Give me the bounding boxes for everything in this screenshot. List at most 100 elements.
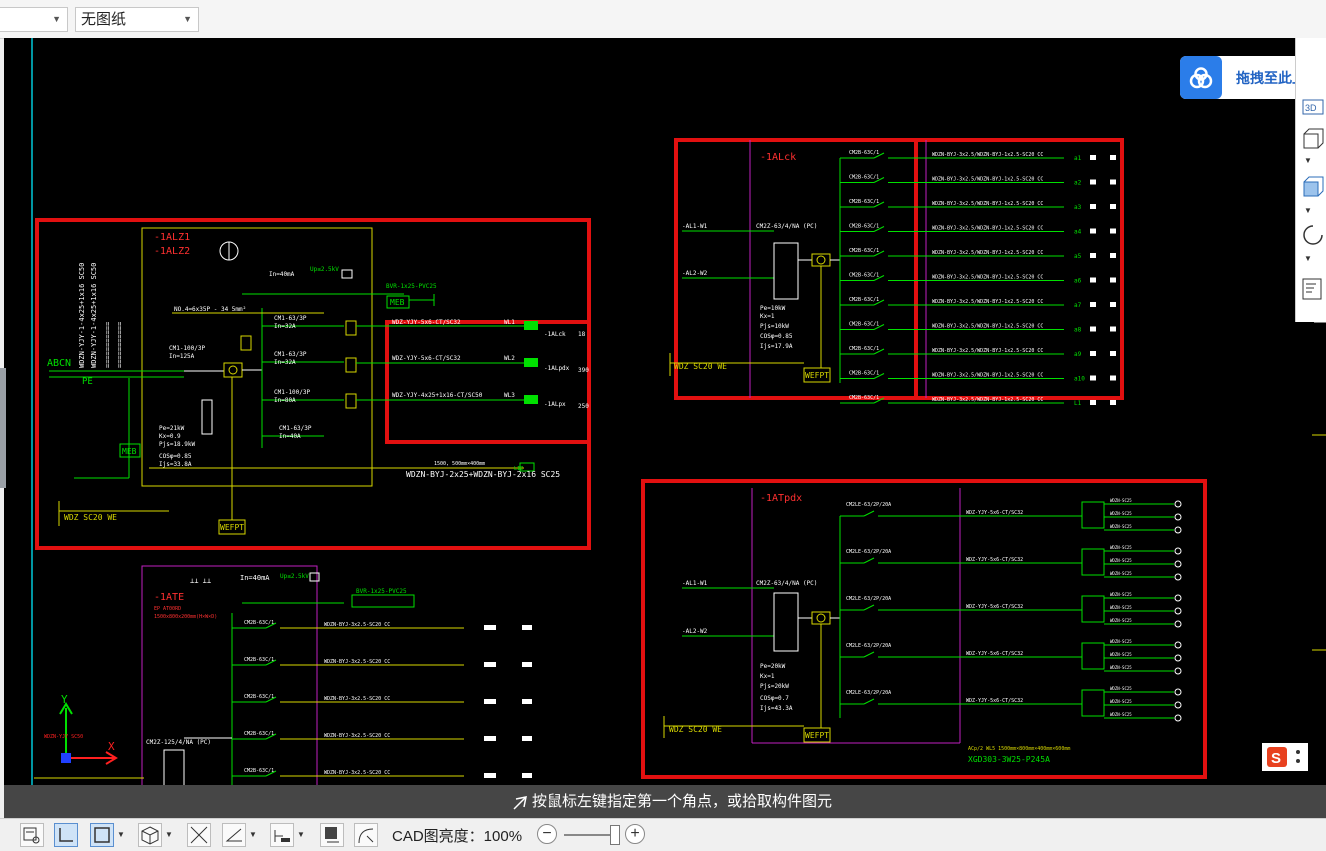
svg-text:WL2: WL2 bbox=[504, 355, 515, 362]
cad-canvas[interactable]: -1ALZ1 -1ALZ2 WDZN-YJY-1-4x25+1x16 SC50 … bbox=[4, 38, 1326, 818]
svg-text:COSφ=0.85: COSφ=0.85 bbox=[760, 333, 793, 340]
drawing-dropdown[interactable]: 无图纸 ▼ bbox=[75, 7, 199, 32]
svg-text:CM2B-63C/1: CM2B-63C/1 bbox=[244, 731, 274, 737]
conduit-label: WDZ SC20 WE bbox=[64, 513, 117, 522]
svg-text:WDZN-BYJ-3x2.5/WDZN-BYJ-1x2.5-: WDZN-BYJ-3x2.5/WDZN-BYJ-1x2.5-SC20 CC bbox=[932, 250, 1043, 256]
brightness-label-text: CAD图亮度： bbox=[392, 828, 484, 845]
svg-text:In=32A: In=32A bbox=[274, 323, 296, 330]
svg-text:===========: =========== bbox=[104, 322, 112, 368]
svg-text:CM2B-63C/1: CM2B-63C/1 bbox=[849, 371, 879, 377]
3d-view-icon[interactable]: 3D bbox=[1302, 96, 1324, 118]
svg-text:WDZN-SC25: WDZN-SC25 bbox=[1110, 665, 1132, 670]
svg-text:-AL1-W1: -AL1-W1 bbox=[682, 580, 708, 587]
meb-label-top: MEB bbox=[390, 298, 405, 307]
output-label: a5 bbox=[1074, 253, 1082, 260]
svg-text:In=40mA: In=40mA bbox=[240, 574, 270, 582]
panel-1alz: -1ALZ1 -1ALZ2 WDZN-YJY-1-4x25+1x16 SC50 … bbox=[35, 218, 591, 550]
curve-icon[interactable] bbox=[354, 823, 378, 847]
svg-text:WDZN-YJY-1-4x25+1x16 SC50: WDZN-YJY-1-4x25+1x16 SC50 bbox=[78, 263, 86, 368]
chevron-down-icon[interactable]: ▼ bbox=[117, 830, 125, 839]
svg-text:WDZN-BYJ-3x2.5/WDZN-BYJ-1x2.5-: WDZN-BYJ-3x2.5/WDZN-BYJ-1x2.5-SC20 CC bbox=[932, 177, 1043, 183]
svg-text:WDZN-SC25: WDZN-SC25 bbox=[1110, 498, 1132, 503]
svg-text:WDZN-BYJ-3x2.5/WDZN-BYJ-1x2.5-: WDZN-BYJ-3x2.5/WDZN-BYJ-1x2.5-SC20 CC bbox=[932, 226, 1043, 232]
zoom-out-button[interactable]: − bbox=[537, 824, 557, 844]
top-bar: ▼ 无图纸 ▼ bbox=[0, 0, 1326, 39]
chevron-down-icon[interactable]: ▼ bbox=[165, 830, 173, 839]
snap-icon[interactable] bbox=[270, 823, 294, 847]
svg-text:⊥⊥ ⊥⊥: ⊥⊥ ⊥⊥ bbox=[190, 577, 211, 585]
svg-text:WDZN-SC25: WDZN-SC25 bbox=[1110, 712, 1132, 717]
svg-text:Kx=1: Kx=1 bbox=[760, 313, 775, 320]
rotate-icon[interactable] bbox=[1302, 224, 1324, 246]
output-label: a2 bbox=[1074, 180, 1082, 187]
svg-text:WDZN-SC25: WDZN-SC25 bbox=[1110, 558, 1132, 563]
zoom-in-button[interactable]: + bbox=[625, 824, 645, 844]
ortho-icon[interactable] bbox=[54, 823, 78, 847]
floor-dropdown[interactable]: ▼ bbox=[0, 7, 68, 32]
svg-text:WDZN-SC25: WDZN-SC25 bbox=[1110, 639, 1132, 644]
cross-line-icon[interactable] bbox=[187, 823, 211, 847]
circuit2-label: -1ALpdx bbox=[544, 365, 570, 372]
svg-text:In=40mA: In=40mA bbox=[269, 271, 295, 278]
svg-text:CM2LE-63/2P/20A: CM2LE-63/2P/20A bbox=[846, 596, 891, 602]
chevron-down-icon[interactable]: ▼ bbox=[249, 830, 257, 839]
chevron-down-icon[interactable]: ▼ bbox=[1304, 206, 1312, 215]
3d-box-icon[interactable] bbox=[138, 823, 162, 847]
svg-text:WDZN-BYJ-3x2.5-SC20 CC: WDZN-BYJ-3x2.5-SC20 CC bbox=[324, 733, 390, 739]
svg-text:Kx=1: Kx=1 bbox=[760, 673, 775, 680]
svg-text:CM1-63/3P: CM1-63/3P bbox=[274, 351, 307, 358]
svg-text:390: 390 bbox=[578, 367, 589, 374]
properties-icon[interactable] bbox=[1302, 278, 1324, 300]
angle-icon[interactable] bbox=[222, 823, 246, 847]
svg-text:CM1-100/3P: CM1-100/3P bbox=[169, 345, 206, 352]
svg-text:In=32A: In=32A bbox=[274, 359, 296, 366]
svg-text:COSφ=0.85: COSφ=0.85 bbox=[159, 453, 192, 460]
chevron-down-icon[interactable]: ▼ bbox=[1304, 254, 1312, 263]
svg-text:WDZN-SC25: WDZN-SC25 bbox=[1110, 699, 1132, 704]
left-collapse-handle[interactable] bbox=[0, 368, 6, 488]
svg-text:WDZN-BYJ-3x2.5-SC20 CC: WDZN-BYJ-3x2.5-SC20 CC bbox=[324, 659, 390, 665]
svg-text:CM2B-63C/1: CM2B-63C/1 bbox=[244, 768, 274, 774]
cube-outline-icon[interactable] bbox=[1302, 128, 1324, 150]
svg-text:-AL2-W2: -AL2-W2 bbox=[682, 628, 708, 635]
svg-text:WDZN-BYJ-3x2.5/WDZN-BYJ-1x2.5-: WDZN-BYJ-3x2.5/WDZN-BYJ-1x2.5-SC20 CC bbox=[932, 397, 1043, 403]
svg-text:COSφ=0.7: COSφ=0.7 bbox=[760, 695, 789, 702]
ime-icon[interactable]: S bbox=[1262, 743, 1308, 771]
axis-x-label: X bbox=[108, 740, 115, 753]
panel-1alz-name1: -1ALZ1 bbox=[154, 232, 190, 243]
svg-text:Pjs=20kW: Pjs=20kW bbox=[760, 683, 789, 690]
chevron-down-icon[interactable]: ▼ bbox=[1304, 156, 1312, 165]
svg-text:WDZN-SC25: WDZN-SC25 bbox=[1110, 652, 1132, 657]
svg-text:CM1-63/3P: CM1-63/3P bbox=[279, 425, 312, 432]
svg-text:WDZ-YJY-5x6-CT/SC32: WDZ-YJY-5x6-CT/SC32 bbox=[392, 319, 461, 326]
chevron-down-icon[interactable]: ▼ bbox=[297, 830, 305, 839]
cube-solid-icon[interactable] bbox=[1302, 176, 1324, 198]
svg-text:WDZN-YJY-1-4x25+1x16 SC50: WDZN-YJY-1-4x25+1x16 SC50 bbox=[90, 263, 98, 368]
brightness-slider-track[interactable] bbox=[564, 834, 614, 836]
output-label: a6 bbox=[1074, 278, 1082, 285]
layer-icon[interactable] bbox=[20, 823, 44, 847]
display-icon[interactable] bbox=[320, 823, 344, 847]
svg-text:WDZN-SC25: WDZN-SC25 bbox=[1110, 618, 1132, 623]
select-rect-icon[interactable] bbox=[90, 823, 114, 847]
panel-1alck-wefpt: WEFPT bbox=[805, 371, 829, 380]
output-label: a9 bbox=[1074, 351, 1082, 358]
svg-text:BVR-1x25-PVC25: BVR-1x25-PVC25 bbox=[386, 283, 437, 290]
svg-text:CM2LE-63/2P/20A: CM2LE-63/2P/20A bbox=[846, 502, 891, 508]
svg-text:CM2B-63C/1: CM2B-63C/1 bbox=[849, 150, 879, 156]
svg-text:CM2B-63C/1: CM2B-63C/1 bbox=[244, 620, 274, 626]
svg-text:250: 250 bbox=[578, 403, 589, 410]
svg-text:CM2B-63C/1: CM2B-63C/1 bbox=[849, 395, 879, 401]
brightness-value: 100% bbox=[483, 828, 523, 845]
panel-1atpdx-conduit: WDZ SC20 WE bbox=[669, 725, 722, 734]
panel-1alz-name2: -1ALZ2 bbox=[154, 246, 190, 257]
chevron-down-icon: ▼ bbox=[52, 14, 61, 24]
cloud-upload-icon bbox=[1180, 56, 1222, 99]
brightness-slider-knob[interactable] bbox=[610, 825, 620, 845]
svg-text:WDZN-SC25: WDZN-SC25 bbox=[1110, 545, 1132, 550]
svg-text:Ijs=43.3A: Ijs=43.3A bbox=[760, 705, 793, 712]
panel-1alck: -1ALck -AL1-W1-AL2-W2 CM2Z-63/4/NA (PC) … bbox=[669, 138, 1124, 407]
panel-1atpdx-name: -1ATpdx bbox=[760, 493, 802, 504]
chevron-down-icon: ▼ bbox=[183, 14, 192, 24]
svg-text:In=40A: In=40A bbox=[279, 433, 301, 440]
